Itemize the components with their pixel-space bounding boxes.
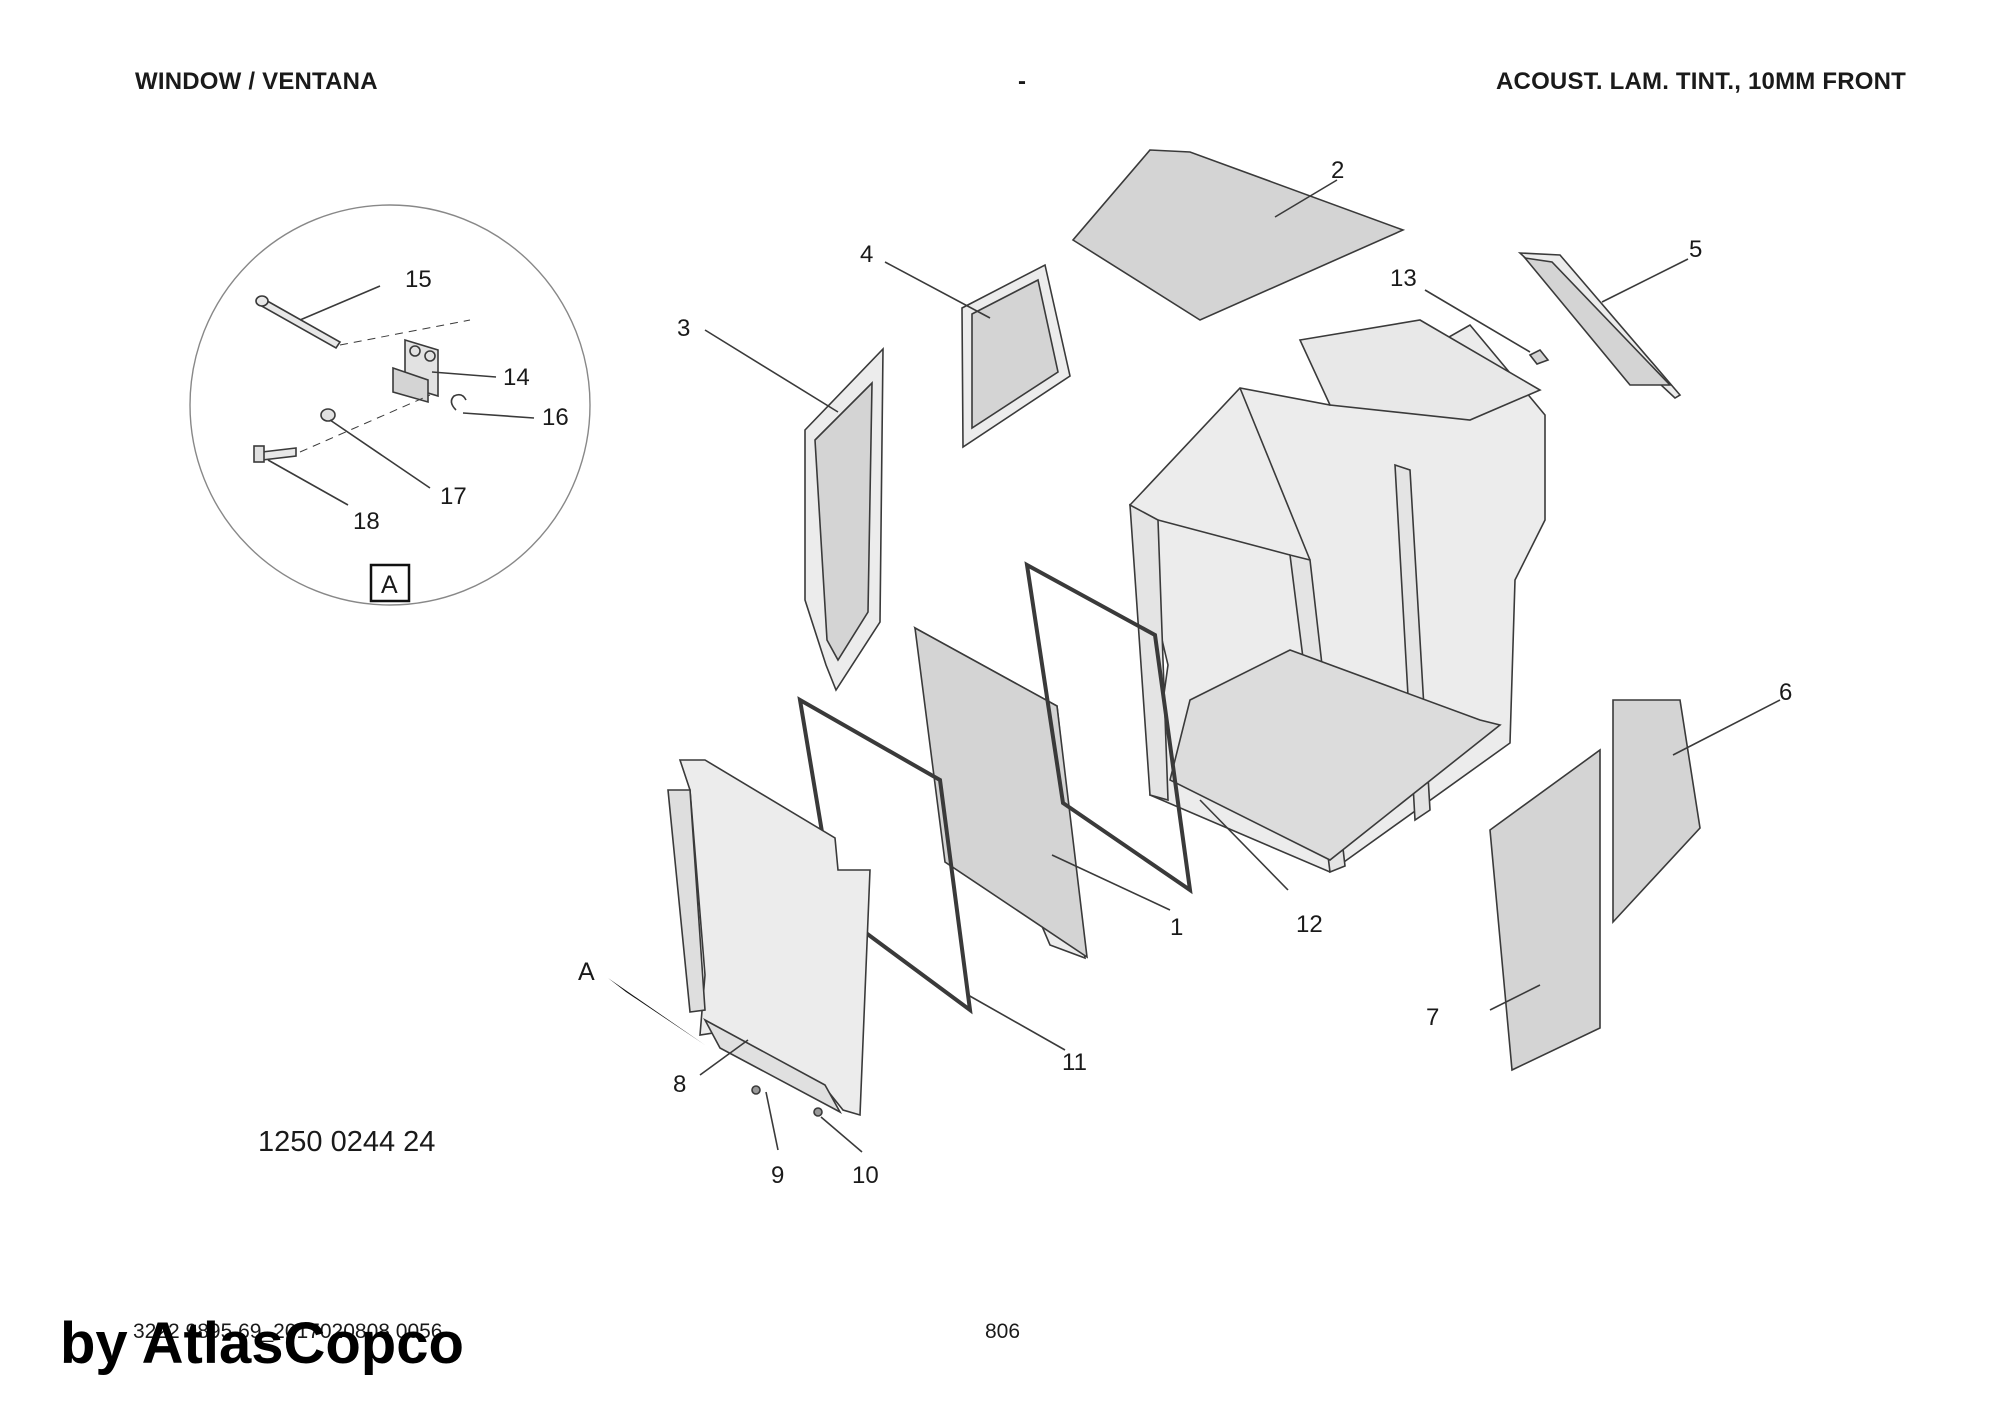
part-label-9: 9: [771, 1162, 784, 1189]
watermark: by AtlasCopco: [60, 1311, 464, 1376]
part-label-5: 5: [1689, 236, 1702, 263]
part-label-13: 13: [1390, 265, 1417, 292]
footer-document-code: 3222 9895 69_2017020808 0056: [133, 1320, 443, 1343]
part-label-8: 8: [673, 1071, 686, 1098]
part-label-10: 10: [852, 1162, 879, 1189]
detail-label-box: [369, 563, 411, 603]
header-title-left: WINDOW / VENTANA: [135, 68, 378, 95]
drawing-number: 1250 0244 24: [258, 1126, 436, 1158]
pointer-label-a: A: [578, 958, 595, 986]
part-label-6: 6: [1779, 679, 1792, 706]
part-label-16: 16: [542, 404, 569, 431]
part-label-1: 1: [1170, 914, 1183, 941]
detail-circle-a: [189, 204, 591, 606]
header-title-right: ACOUST. LAM. TINT., 10MM FRONT: [1496, 68, 1906, 95]
part-label-15: 15: [405, 266, 432, 293]
part-label-12: 12: [1296, 911, 1323, 938]
header-title-center: -: [1018, 68, 1027, 95]
part-label-3: 3: [677, 315, 690, 342]
part-label-17: 17: [440, 483, 467, 510]
part-label-4: 4: [860, 241, 873, 268]
footer-page-number: 806: [985, 1320, 1021, 1343]
part-label-2: 2: [1331, 157, 1344, 184]
part-label-7: 7: [1426, 1004, 1439, 1031]
part-label-11: 11: [1062, 1049, 1087, 1076]
detail-label-a: A: [381, 571, 398, 599]
part-label-14: 14: [503, 364, 530, 391]
part-label-18: 18: [353, 508, 380, 535]
